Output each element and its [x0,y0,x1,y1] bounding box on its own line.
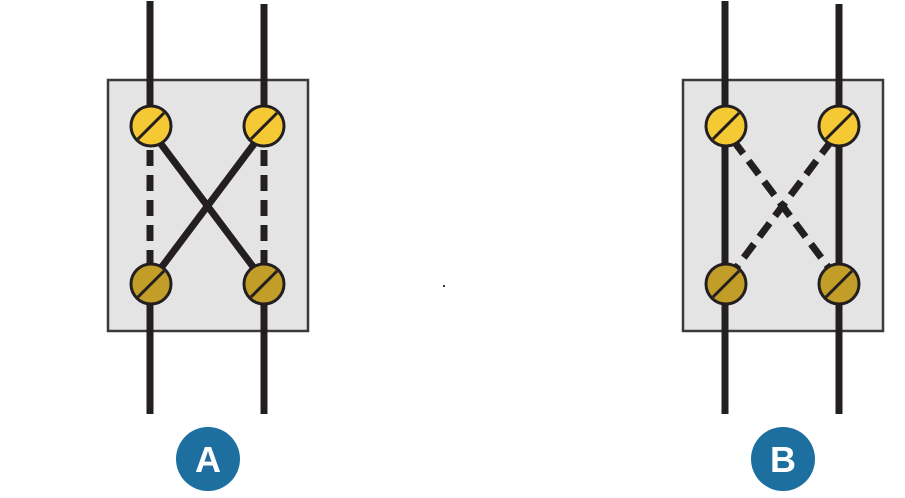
stray-dot [443,285,445,287]
label-badge-a: A [176,427,240,491]
label-b-text: B [770,439,796,480]
label-badge-b: B [751,427,815,491]
screw-icon [704,262,748,306]
screw-icon [129,262,173,306]
diagram-b: B [681,1,885,491]
screw-icon [704,104,748,148]
screw-icon [129,104,173,148]
screw-icon [242,262,286,306]
screw-icon [817,104,861,148]
dashed-cross-path-b-2 [730,137,835,275]
cross-path-a-2 [155,137,260,275]
screw-icon [817,262,861,306]
screw-icon [242,104,286,148]
diagram-a: A [106,1,310,491]
label-a-text: A [195,439,221,480]
